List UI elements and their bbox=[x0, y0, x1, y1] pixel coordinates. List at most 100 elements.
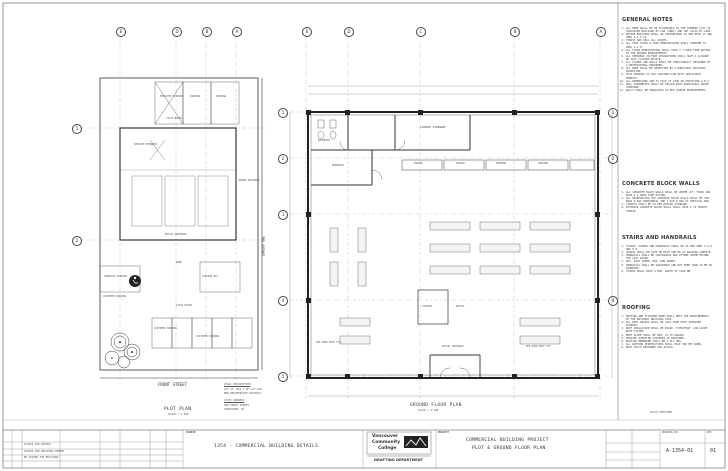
plot-loading-bay: LOADING BAY bbox=[202, 275, 218, 278]
plot-catch-basin: CATCH BASIN bbox=[166, 117, 182, 120]
freezer-2-label: FREEZER bbox=[538, 162, 549, 165]
college-line-3: College bbox=[378, 446, 397, 451]
note-item: STAIRS, GUARDS AND HANDRAILS SHALL BE AS… bbox=[626, 245, 712, 251]
note-item: ROOFING AND FLASHING WORK SHALL MEET THE… bbox=[626, 315, 712, 321]
freezer-1-label: FREEZER bbox=[496, 162, 507, 165]
grid-bubble-5: 5 bbox=[278, 372, 288, 382]
note-item: GUARDS SHALL BE 1070 MM HIGH AND BE AT W… bbox=[626, 251, 712, 254]
door-note-1: SEE DOOR NOTE TYP. bbox=[316, 341, 342, 344]
note-item: ROOF INSULATION SHALL BE RIGID 'STYROFOA… bbox=[626, 327, 712, 333]
grid-bubble-1: 1 bbox=[278, 108, 288, 118]
plot-tenant-entrance: TENANT ENTRANCE bbox=[238, 179, 260, 182]
cashier-label: CASHIER bbox=[422, 305, 433, 308]
note-item: FINISH AND SEAL ALL JOINTS. bbox=[626, 39, 712, 42]
note-item: HANDRAILS SHALL BE GRASPABLE AND NOT MOR… bbox=[626, 264, 712, 270]
grid-bubble-2-right: 2 bbox=[608, 154, 618, 164]
rev-label: REV bbox=[707, 431, 712, 434]
revision-3: RE-ISSUED FOR BUILDING bbox=[24, 456, 59, 459]
plot-ramp: RAMP bbox=[176, 261, 182, 264]
plot-service-entrance: SERVICE ENTRANCE bbox=[134, 143, 158, 146]
note-item: ALL DIMENSIONS ARE TO FACE OF STUD OR ST… bbox=[626, 80, 712, 83]
note-item: WALLS SHALL BE INSULATED AS PER ASHRAE R… bbox=[626, 89, 712, 92]
roofing-heading: ROOFING bbox=[622, 305, 651, 311]
fridge-2-label: FRIDGE bbox=[456, 162, 465, 165]
general-notes-heading: GENERAL NOTES bbox=[622, 17, 673, 23]
college-line-2: Community bbox=[372, 440, 401, 445]
drawing-number: A-1354-01 bbox=[666, 448, 694, 454]
grid-bubble-1-right: 1 bbox=[608, 108, 618, 118]
note-item: PROVIDE OVERFLOW SCUPPERS AS REQUIRED. bbox=[626, 337, 712, 340]
grid-bubble-4-right: 4 bbox=[608, 296, 618, 306]
door-note-2: SEE DOOR NOTE TYP. bbox=[526, 345, 552, 348]
note-item: ALL WORK SHALL BE INSPECTED BY A MUNICIP… bbox=[626, 67, 712, 73]
note-item: EXTERIOR CONCRETE BLOCK WALLS SHALL HAVE… bbox=[626, 206, 712, 212]
note-item: LINTELS SHALL BE AS PER DESIGN STANDARD. bbox=[626, 203, 712, 206]
locked-storage-label: LOCKED STORAGE bbox=[420, 125, 446, 129]
grid-bubble-c: C bbox=[416, 27, 426, 37]
project-subtitle: PLOT & GROUND FLOOR PLAN bbox=[472, 446, 546, 451]
course-label: COURSE bbox=[186, 431, 196, 434]
concrete-heading: CONCRETE BLOCK WALLS bbox=[622, 181, 700, 187]
note-item: ALL OPENINGS IN FIRE SEPARATIONS SHALL H… bbox=[626, 55, 712, 61]
legal-heading: LEGAL DESCRIPTION bbox=[224, 383, 251, 386]
grid-bubble-a-plot: A bbox=[232, 27, 242, 37]
note-item: ROOF SLOPE SHALL BE MIN. 2% TO DRAINS. bbox=[626, 334, 712, 337]
grid-bubble-d: D bbox=[344, 27, 354, 37]
drawn-by: ALICE SHEITHER bbox=[650, 411, 672, 414]
plot-customer-parking-2: CUSTOMER PARKING bbox=[196, 335, 220, 338]
front-street-label: FRONT STREET bbox=[158, 382, 187, 387]
note-item: ALL ROOFING PENETRATIONS SHALL HAVE 300 … bbox=[626, 343, 712, 346]
ground-floor-title: GROUND FLOOR PLAN bbox=[410, 403, 462, 408]
plot-catch-basin-front: CATCH BASIN bbox=[176, 304, 192, 307]
grid-bubble-e-plot: E bbox=[116, 27, 126, 37]
stairs-notes-list: STAIRS, GUARDS AND HANDRAILS SHALL BE AS… bbox=[620, 245, 712, 273]
note-item: ENTIRE BUILDING SHALL BE SPRINKLERED AS … bbox=[626, 33, 712, 39]
grid-bubble-b-plot: B bbox=[202, 27, 212, 37]
grid-bubble-d-plot: D bbox=[172, 27, 182, 37]
concrete-notes-list: ALL CONCRETE BLOCK WALLS SHALL BE 200MM … bbox=[620, 191, 712, 213]
grid-bubble-3: 3 bbox=[278, 210, 288, 220]
project-label: PROJECT bbox=[438, 431, 449, 434]
revision-1: ISSUED FOR REVIEW bbox=[24, 443, 51, 446]
note-item: MAX. RISE 180MM, MIN. RUN 280MM. bbox=[626, 260, 712, 263]
note-item: ALL ROOF DRAINS SHALL BE CAST IRON WITH … bbox=[626, 321, 712, 327]
fridge-1-label: FRIDGE bbox=[414, 162, 423, 165]
roofing-notes-list: ROOFING AND FLASHING WORK SHALL MEET THE… bbox=[620, 315, 712, 349]
note-item: ALL FLOORS AND WALLS SHALL BE STRUCTURAL… bbox=[626, 61, 712, 67]
grid-bubble-4: 4 bbox=[278, 296, 288, 306]
legal-line-1: LOT 13, BLK 7 OF LOT 440 bbox=[224, 388, 262, 391]
plot-plan-scale: SCALE = 1:200 bbox=[168, 413, 189, 416]
note-item: STAIRS SHALL HAVE A MIN. WIDTH OF 1100 M… bbox=[626, 270, 712, 273]
grid-bubble-b: B bbox=[510, 27, 520, 37]
project-name: COMMERCIAL BUILDING PROJECT bbox=[466, 438, 549, 443]
plot-plan-title: PLOT PLAN bbox=[164, 407, 192, 412]
retail-entrance-label: RETAIL ENTRANCE bbox=[442, 345, 464, 348]
note-item: WALL ASSEMBLIES SHALL BE SEALED WITH IND… bbox=[626, 83, 712, 89]
revision-2: ISSUED FOR BUILDING PERMIT bbox=[24, 450, 65, 453]
bathroom-label: BATHROOM bbox=[318, 139, 330, 142]
note-item: ALL CONCRETE BLOCK WALLS SHALL BE 200MM … bbox=[626, 191, 712, 197]
revision-number: 01 bbox=[710, 448, 717, 454]
civic-heading: CIVIC ADDRESS bbox=[224, 399, 245, 402]
note-item: ROOFING MEMBRANE SHALL BE 2 PLY SBS. bbox=[626, 340, 712, 343]
third-avenue-label: 3RD AVENUE bbox=[261, 236, 265, 257]
plot-retail-entrance: RETAIL ENTRANCE bbox=[165, 233, 187, 236]
grid-bubble-2-plot: 2 bbox=[72, 236, 82, 246]
legal-line-2: NEW WESTMINSTER DISTRICT bbox=[224, 392, 262, 395]
note-item: ALL FIRE STOPS & FIRE PENETRATIONS SHALL… bbox=[626, 42, 712, 48]
note-item: THIS DRAWING IS FOR CONSTRUCTION WITH AP… bbox=[626, 73, 712, 79]
plot-handicap: HANDICAP PARKING bbox=[104, 275, 128, 278]
note-item: HANDRAILS SHALL BE CONTINUOUS AND EXTEND… bbox=[626, 254, 712, 260]
college-line-1: Vancouver bbox=[372, 434, 398, 439]
grid-bubble-1-plot: 1 bbox=[72, 124, 82, 134]
plot-customer-parking-1: CUSTOMER PARKING bbox=[154, 327, 178, 330]
note-item: ALL WORK SHALL BE IN ACCORDANCE TO THE C… bbox=[626, 27, 712, 33]
drawing-no-label: DRAWING NO. bbox=[662, 431, 680, 434]
stairs-heading: STAIRS AND HANDRAILS bbox=[622, 235, 697, 241]
grid-bubble-e: E bbox=[302, 27, 312, 37]
grid-bubble-2: 2 bbox=[278, 154, 288, 164]
department-label: DRAFTING DEPARTMENT bbox=[374, 458, 424, 462]
note-item: ROOF HATCH REQUIRED FOR ACCESS. bbox=[626, 346, 712, 349]
